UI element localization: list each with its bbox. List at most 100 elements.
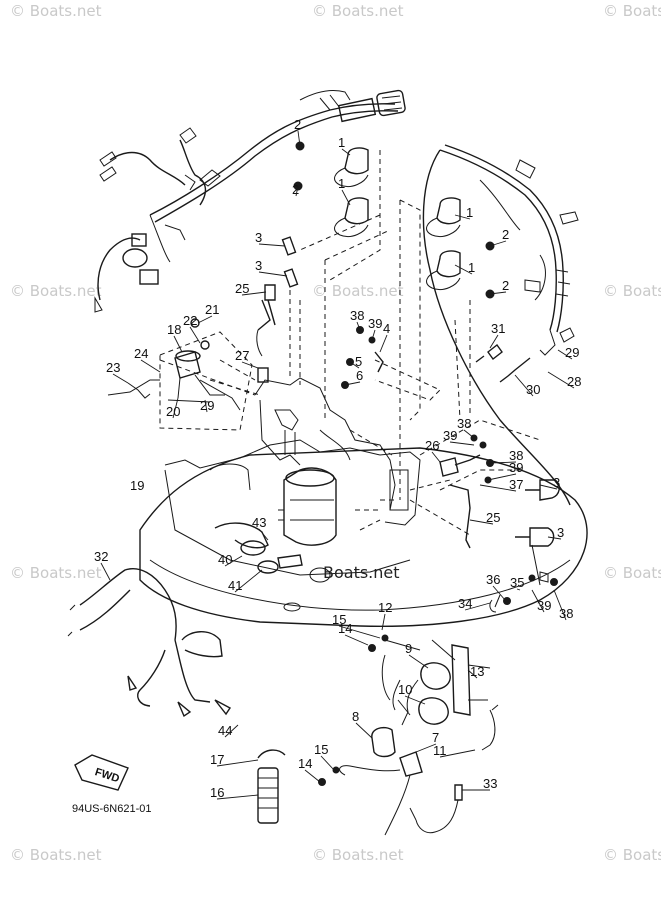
callout-leader [341, 189, 351, 206]
diagram-code: 94US-6N621-01 [72, 803, 152, 815]
callout-leader [464, 602, 491, 611]
callout-label: 34 [458, 596, 472, 611]
callout-leader [189, 326, 201, 344]
callout-label: 25 [235, 281, 249, 296]
callout-leader [320, 755, 335, 771]
callout-label: 6 [356, 368, 363, 383]
callout-label: 21 [205, 302, 219, 317]
callout-label: 39 [509, 460, 523, 475]
assembly-guides [159, 150, 541, 536]
callout-label: 12 [378, 600, 392, 615]
callout-label: 2 [294, 117, 301, 132]
callout-label: 35 [510, 575, 524, 590]
bolt-icon [332, 766, 340, 774]
watermark: © Boats.net [603, 282, 661, 300]
callout-label: 33 [483, 776, 497, 791]
bolt-icon [550, 578, 558, 586]
bolt-icon [318, 778, 326, 786]
watermark: © Boats.net [603, 846, 661, 864]
ignition-coil [334, 197, 369, 238]
callout-leader [172, 397, 179, 419]
callout-label: 38 [457, 416, 471, 431]
ignition-coil [426, 250, 461, 291]
callout-leader [467, 669, 478, 679]
engine-block [209, 377, 421, 526]
callout-label: 31 [491, 321, 505, 336]
callout-label: 28 [567, 374, 581, 389]
callout-leader [404, 695, 426, 705]
ignition-coils [293, 141, 495, 299]
callout-label: 36 [486, 572, 500, 587]
callout-label: 39 [443, 428, 457, 443]
solenoid-assembly [107, 331, 253, 431]
callout-label: 11 [433, 743, 447, 758]
callout-label: 17 [210, 752, 224, 767]
callout-label: 38 [559, 606, 573, 621]
callout-leader [112, 373, 129, 384]
callout-label: 39 [537, 598, 551, 613]
watermark: © Boats.net [10, 564, 102, 582]
callout-label: 20 [166, 404, 180, 419]
callout-label: 30 [526, 382, 540, 397]
callout-leader [140, 359, 161, 373]
bolt-icon [528, 574, 536, 582]
tie-and-grommet [257, 749, 286, 824]
callout-leader [408, 654, 429, 669]
callout-label: 10 [398, 682, 412, 697]
callout-leader [338, 625, 381, 639]
callout-leader [234, 569, 263, 593]
callout-label: 37 [509, 477, 523, 492]
callout-leader [297, 130, 301, 147]
callout-leader [557, 349, 573, 360]
callout-label: 38 [509, 448, 523, 463]
battery-cables [67, 522, 303, 718]
callout-leader [489, 291, 507, 295]
watermark: © Boats.net [603, 564, 661, 582]
callout-label: 29 [565, 345, 579, 360]
callout-label: 1 [466, 205, 473, 220]
callout-leader [304, 769, 321, 783]
callout-leader [539, 484, 558, 490]
callout-label: 29 [200, 398, 214, 413]
callout-label: 15 [332, 612, 346, 627]
callout-leader [241, 361, 259, 369]
callout-leader [514, 374, 534, 397]
center-watermark: Boats.net [323, 563, 400, 582]
watermark: © Boats.net [603, 2, 661, 20]
callout-label: 23 [106, 360, 120, 375]
callout-label: 3 [255, 230, 262, 245]
callout-label: 26 [425, 438, 439, 453]
callout-label: 14 [298, 756, 312, 771]
callout-leader [487, 473, 517, 481]
callout-leader [224, 724, 239, 738]
bolt-icon [381, 634, 389, 642]
callout-label: 5 [355, 354, 362, 369]
callout-label: 13 [470, 664, 484, 679]
callout-leader [173, 335, 183, 353]
callout-label: 1 [338, 176, 345, 191]
callout-leader [216, 759, 259, 767]
callout-leader [258, 243, 286, 247]
callout-label: 43 [252, 515, 266, 530]
right-wire-harness [422, 144, 579, 506]
callout-label: 8 [352, 709, 359, 724]
callout-leader [241, 291, 267, 296]
callout-leader [204, 399, 208, 413]
callout-leader [381, 613, 386, 631]
callout-leader [489, 240, 507, 247]
rectifier-group [318, 634, 499, 836]
watermark: © Boats.net [10, 2, 102, 20]
callout-label: 16 [210, 785, 224, 800]
callout-label: 40 [218, 552, 232, 567]
callout-leader [371, 329, 376, 341]
forward-arrow-icon: FWD [74, 754, 129, 791]
callout-leader [516, 588, 521, 591]
callout-leader [531, 589, 545, 613]
ignition-coil [426, 197, 461, 238]
callout-leader [379, 334, 388, 353]
callout-leader [449, 441, 475, 446]
cable-33 [409, 784, 463, 834]
callout-leader [489, 334, 499, 349]
watermark: © Boats.net [312, 282, 404, 300]
